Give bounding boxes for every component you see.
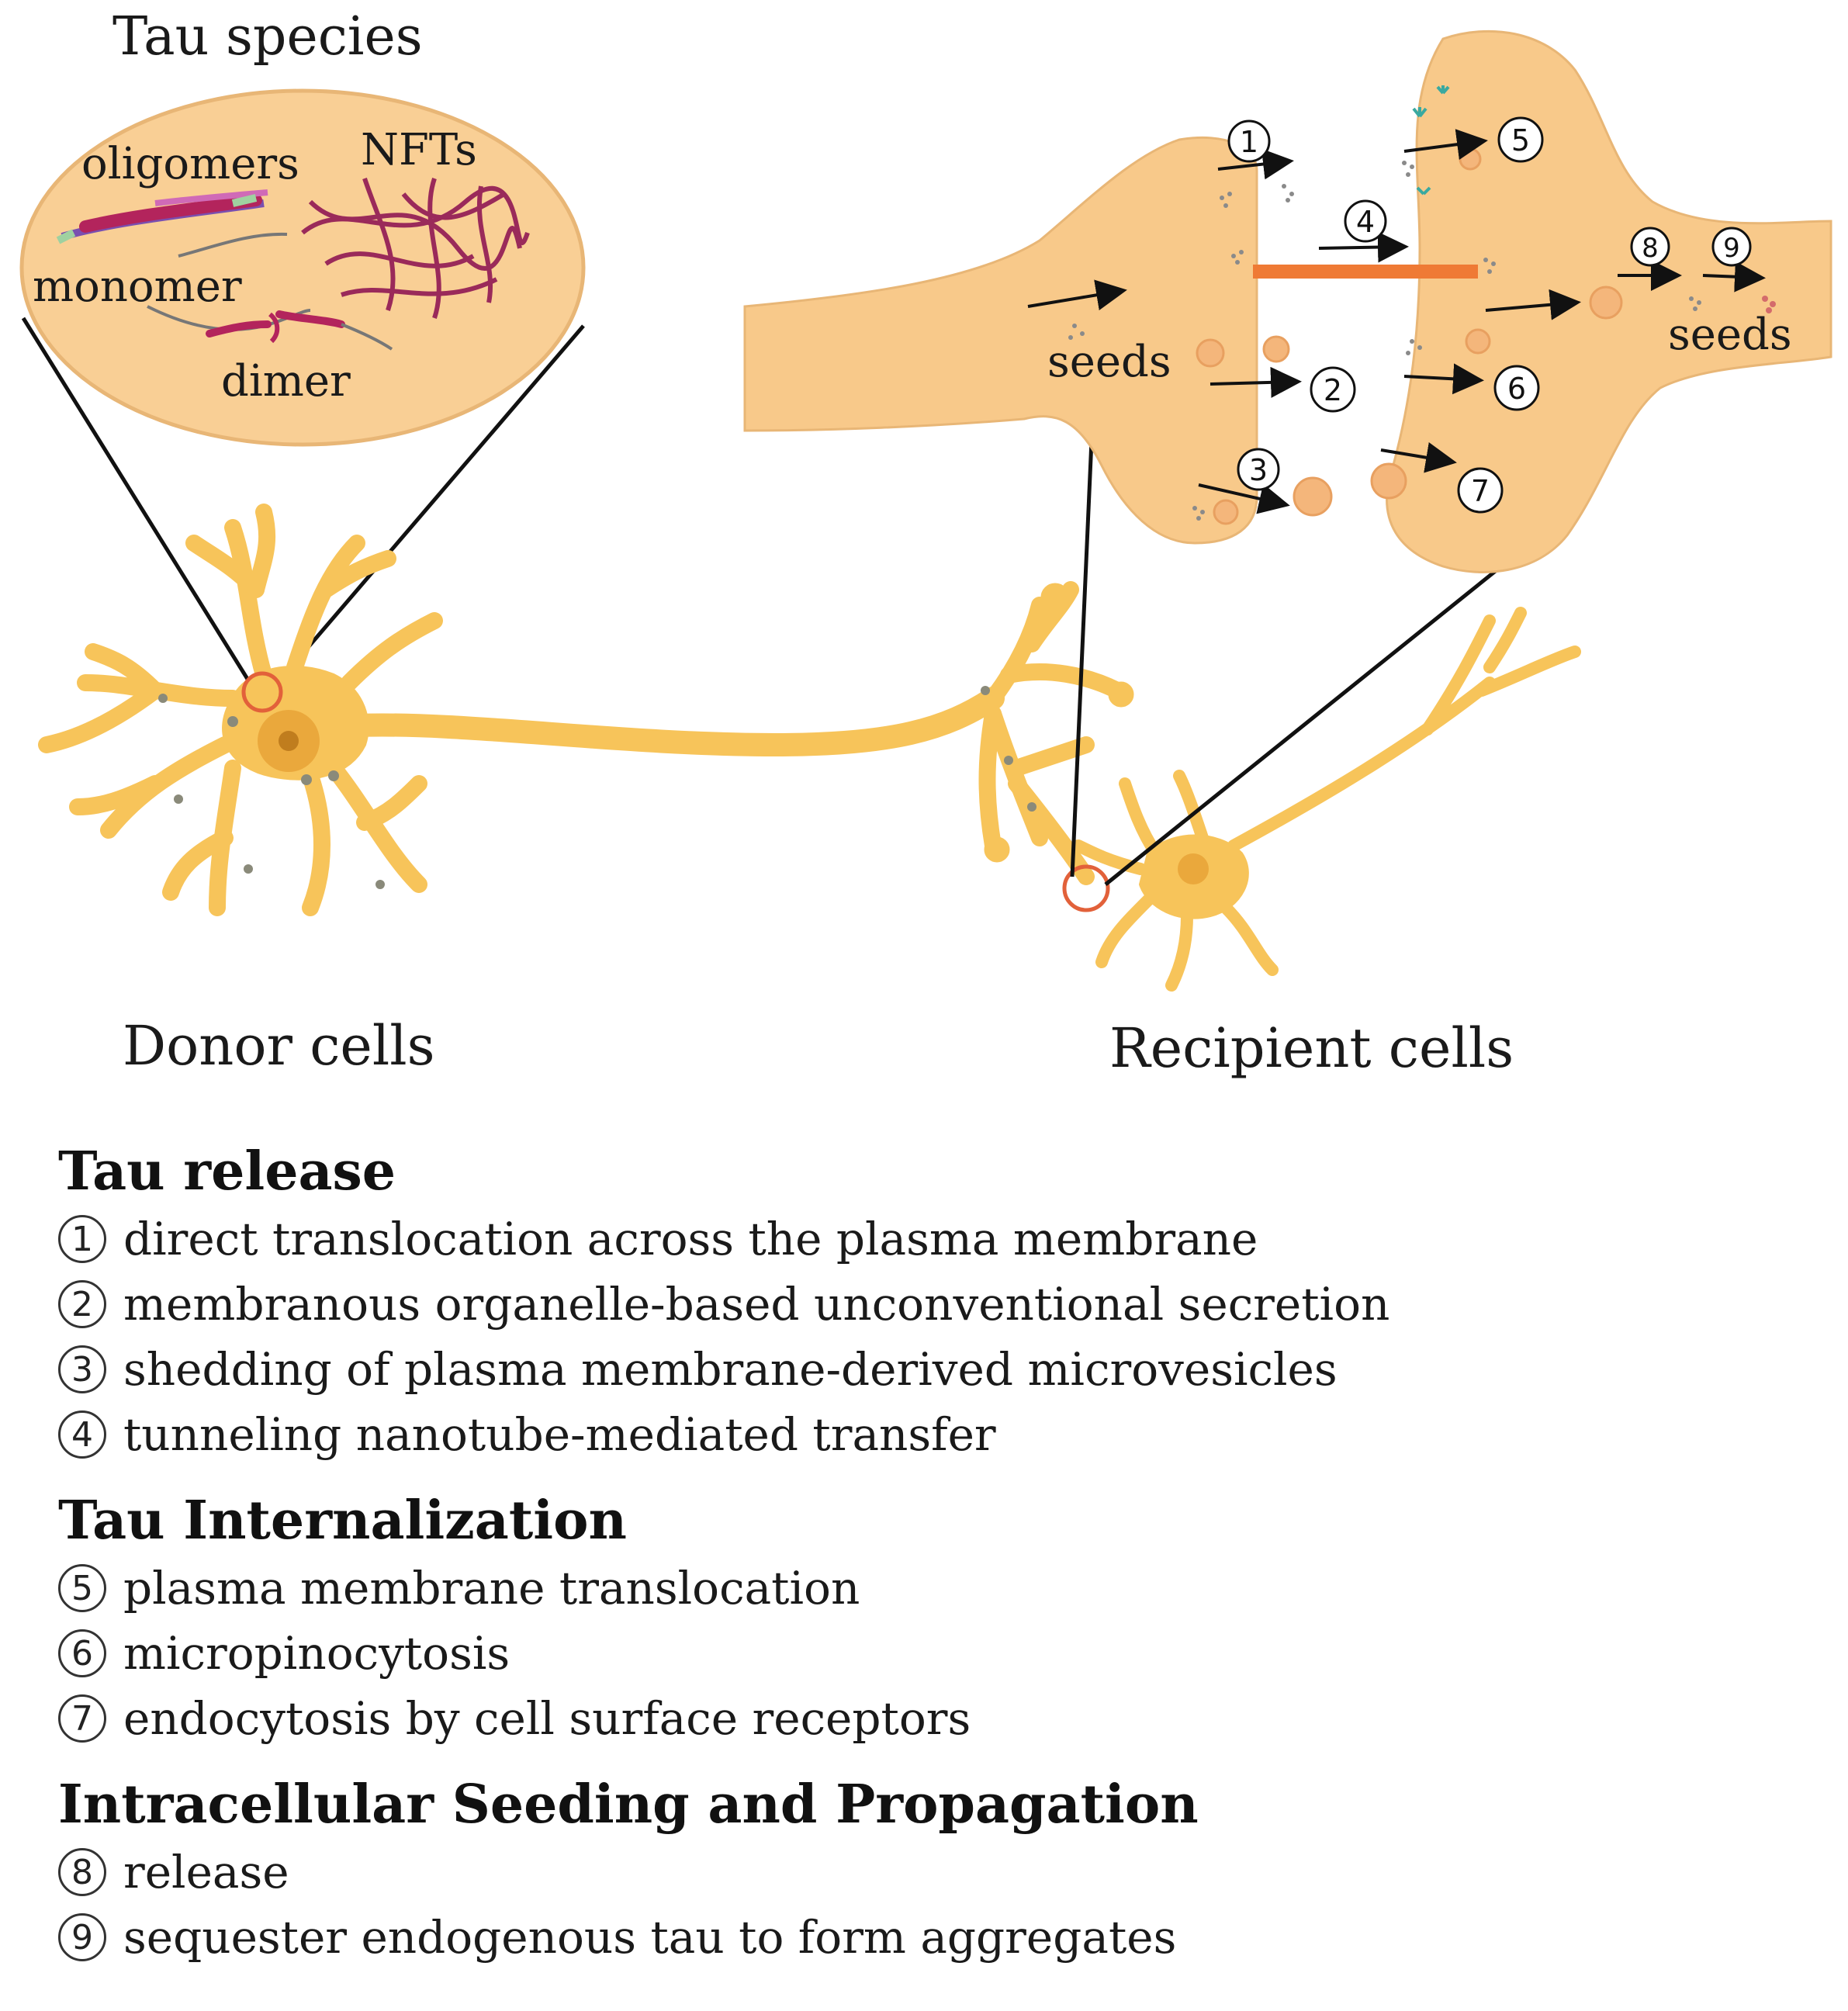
number-badge: 9	[58, 1913, 106, 1961]
label-dimer: dimer	[221, 356, 351, 407]
legend-text: direct translocation across the plasma m…	[123, 1213, 1258, 1265]
legend-text: sequester endogenous tau to form aggrega…	[123, 1911, 1177, 1964]
zoom-line-synapse-right	[1104, 549, 1522, 886]
legend-item-4: 4 tunneling nanotube-mediated transfer	[58, 1402, 1804, 1467]
zoom-line-donor-right	[276, 324, 585, 684]
monomer-strand	[178, 232, 288, 258]
svg-text:6: 6	[1507, 372, 1526, 406]
donor-highlight-ring	[241, 671, 283, 713]
cell-surface-receptors	[1412, 85, 1450, 196]
svg-text:3: 3	[1249, 453, 1268, 487]
number-badge: 2	[58, 1280, 106, 1328]
svg-text:1: 1	[1240, 125, 1258, 159]
donor-neuron	[38, 504, 1134, 916]
oligomer-strands	[56, 189, 268, 244]
label-seeds-left: seeds	[1047, 337, 1171, 387]
legend-text: tunneling nanotube-mediated transfer	[123, 1408, 996, 1461]
svg-text:8: 8	[1642, 233, 1659, 264]
vesicles	[1196, 147, 1623, 525]
marker-9: 9	[1711, 227, 1752, 267]
presynaptic-terminal	[743, 136, 1258, 545]
section-title-tau-internalization: Tau Internalization	[58, 1490, 627, 1552]
number-badge: 8	[58, 1848, 106, 1896]
legend-item-3: 3 shedding of plasma membrane-derived mi…	[58, 1337, 1804, 1402]
marker-3: 3	[1237, 448, 1280, 491]
marker-6: 6	[1493, 365, 1540, 411]
legend-section-seeding: Intracellular Seeding and Propagation 8 …	[58, 1770, 1804, 1970]
legend-text: micropinocytosis	[123, 1627, 510, 1680]
zoom-line-synapse-left	[1070, 422, 1095, 877]
number-badge: 6	[58, 1629, 106, 1677]
number-badge: 1	[58, 1215, 106, 1263]
marker-1: 1	[1227, 119, 1271, 163]
legend-text: membranous organelle-based unconventiona…	[123, 1278, 1390, 1331]
legend-text: plasma membrane translocation	[123, 1562, 860, 1615]
legend-item-2: 2 membranous organelle-based unconventio…	[58, 1272, 1804, 1337]
number-badge: 7	[58, 1694, 106, 1743]
section-title-seeding-propagation: Intracellular Seeding and Propagation	[58, 1774, 1199, 1836]
svg-text:2: 2	[1324, 373, 1342, 407]
legend-section-release: Tau release 1 direct translocation acros…	[58, 1137, 1804, 1467]
svg-text:4: 4	[1356, 205, 1375, 239]
tau-species-title: Tau species	[112, 6, 423, 67]
recipient-highlight-ring	[1062, 864, 1110, 912]
marker-8: 8	[1630, 227, 1670, 267]
legend-text: shedding of plasma membrane-derived micr…	[123, 1343, 1338, 1396]
legend-item-9: 9 sequester endogenous tau to form aggre…	[58, 1905, 1804, 1970]
donor-nucleolus	[279, 731, 299, 751]
tau-species-ellipse	[19, 88, 586, 447]
number-badge: 3	[58, 1345, 106, 1393]
label-oligomers: oligomers	[81, 139, 299, 189]
recipient-neuron	[1072, 607, 1581, 992]
dimer-strand	[147, 305, 393, 351]
svg-text:5: 5	[1511, 123, 1530, 157]
label-monomer: monomer	[33, 261, 242, 312]
svg-text:7: 7	[1471, 474, 1490, 508]
legend-text: release	[123, 1846, 289, 1899]
pathway-arrows	[1027, 129, 1766, 514]
legend-item-5: 5 plasma membrane translocation	[58, 1556, 1804, 1621]
legend-section-internalization: Tau Internalization 5 plasma membrane tr…	[58, 1486, 1804, 1751]
label-recipient-cells: Recipient cells	[1109, 1016, 1514, 1080]
marker-7: 7	[1457, 467, 1504, 514]
marker-4: 4	[1344, 199, 1387, 243]
label-seeds-right: seeds	[1668, 310, 1792, 360]
marker-2: 2	[1310, 366, 1356, 413]
legend-item-1: 1 direct translocation across the plasma…	[58, 1206, 1804, 1272]
number-badge: 4	[58, 1410, 106, 1459]
legend: Tau release 1 direct translocation acros…	[58, 1137, 1804, 1989]
number-badge: 5	[58, 1564, 106, 1612]
legend-text: endocytosis by cell surface receptors	[123, 1692, 971, 1745]
label-nfts: NFTs	[361, 125, 477, 175]
nft-tangle	[301, 178, 530, 319]
donor-tau-dots	[158, 686, 1036, 889]
tau-particles	[1068, 161, 1776, 521]
zoom-line-donor-left	[21, 317, 252, 684]
label-donor-cells: Donor cells	[123, 1014, 435, 1078]
svg-text:9: 9	[1723, 233, 1740, 264]
tau-propagation-diagram: Tau species oligomers NFTs monomer dimer	[19, 6, 1832, 1080]
marker-5: 5	[1497, 116, 1544, 163]
recipient-nucleus	[1178, 853, 1209, 884]
section-title-tau-release: Tau release	[58, 1140, 396, 1203]
legend-item-7: 7 endocytosis by cell surface receptors	[58, 1686, 1804, 1751]
legend-item-8: 8 release	[58, 1840, 1804, 1905]
legend-item-6: 6 micropinocytosis	[58, 1621, 1804, 1686]
